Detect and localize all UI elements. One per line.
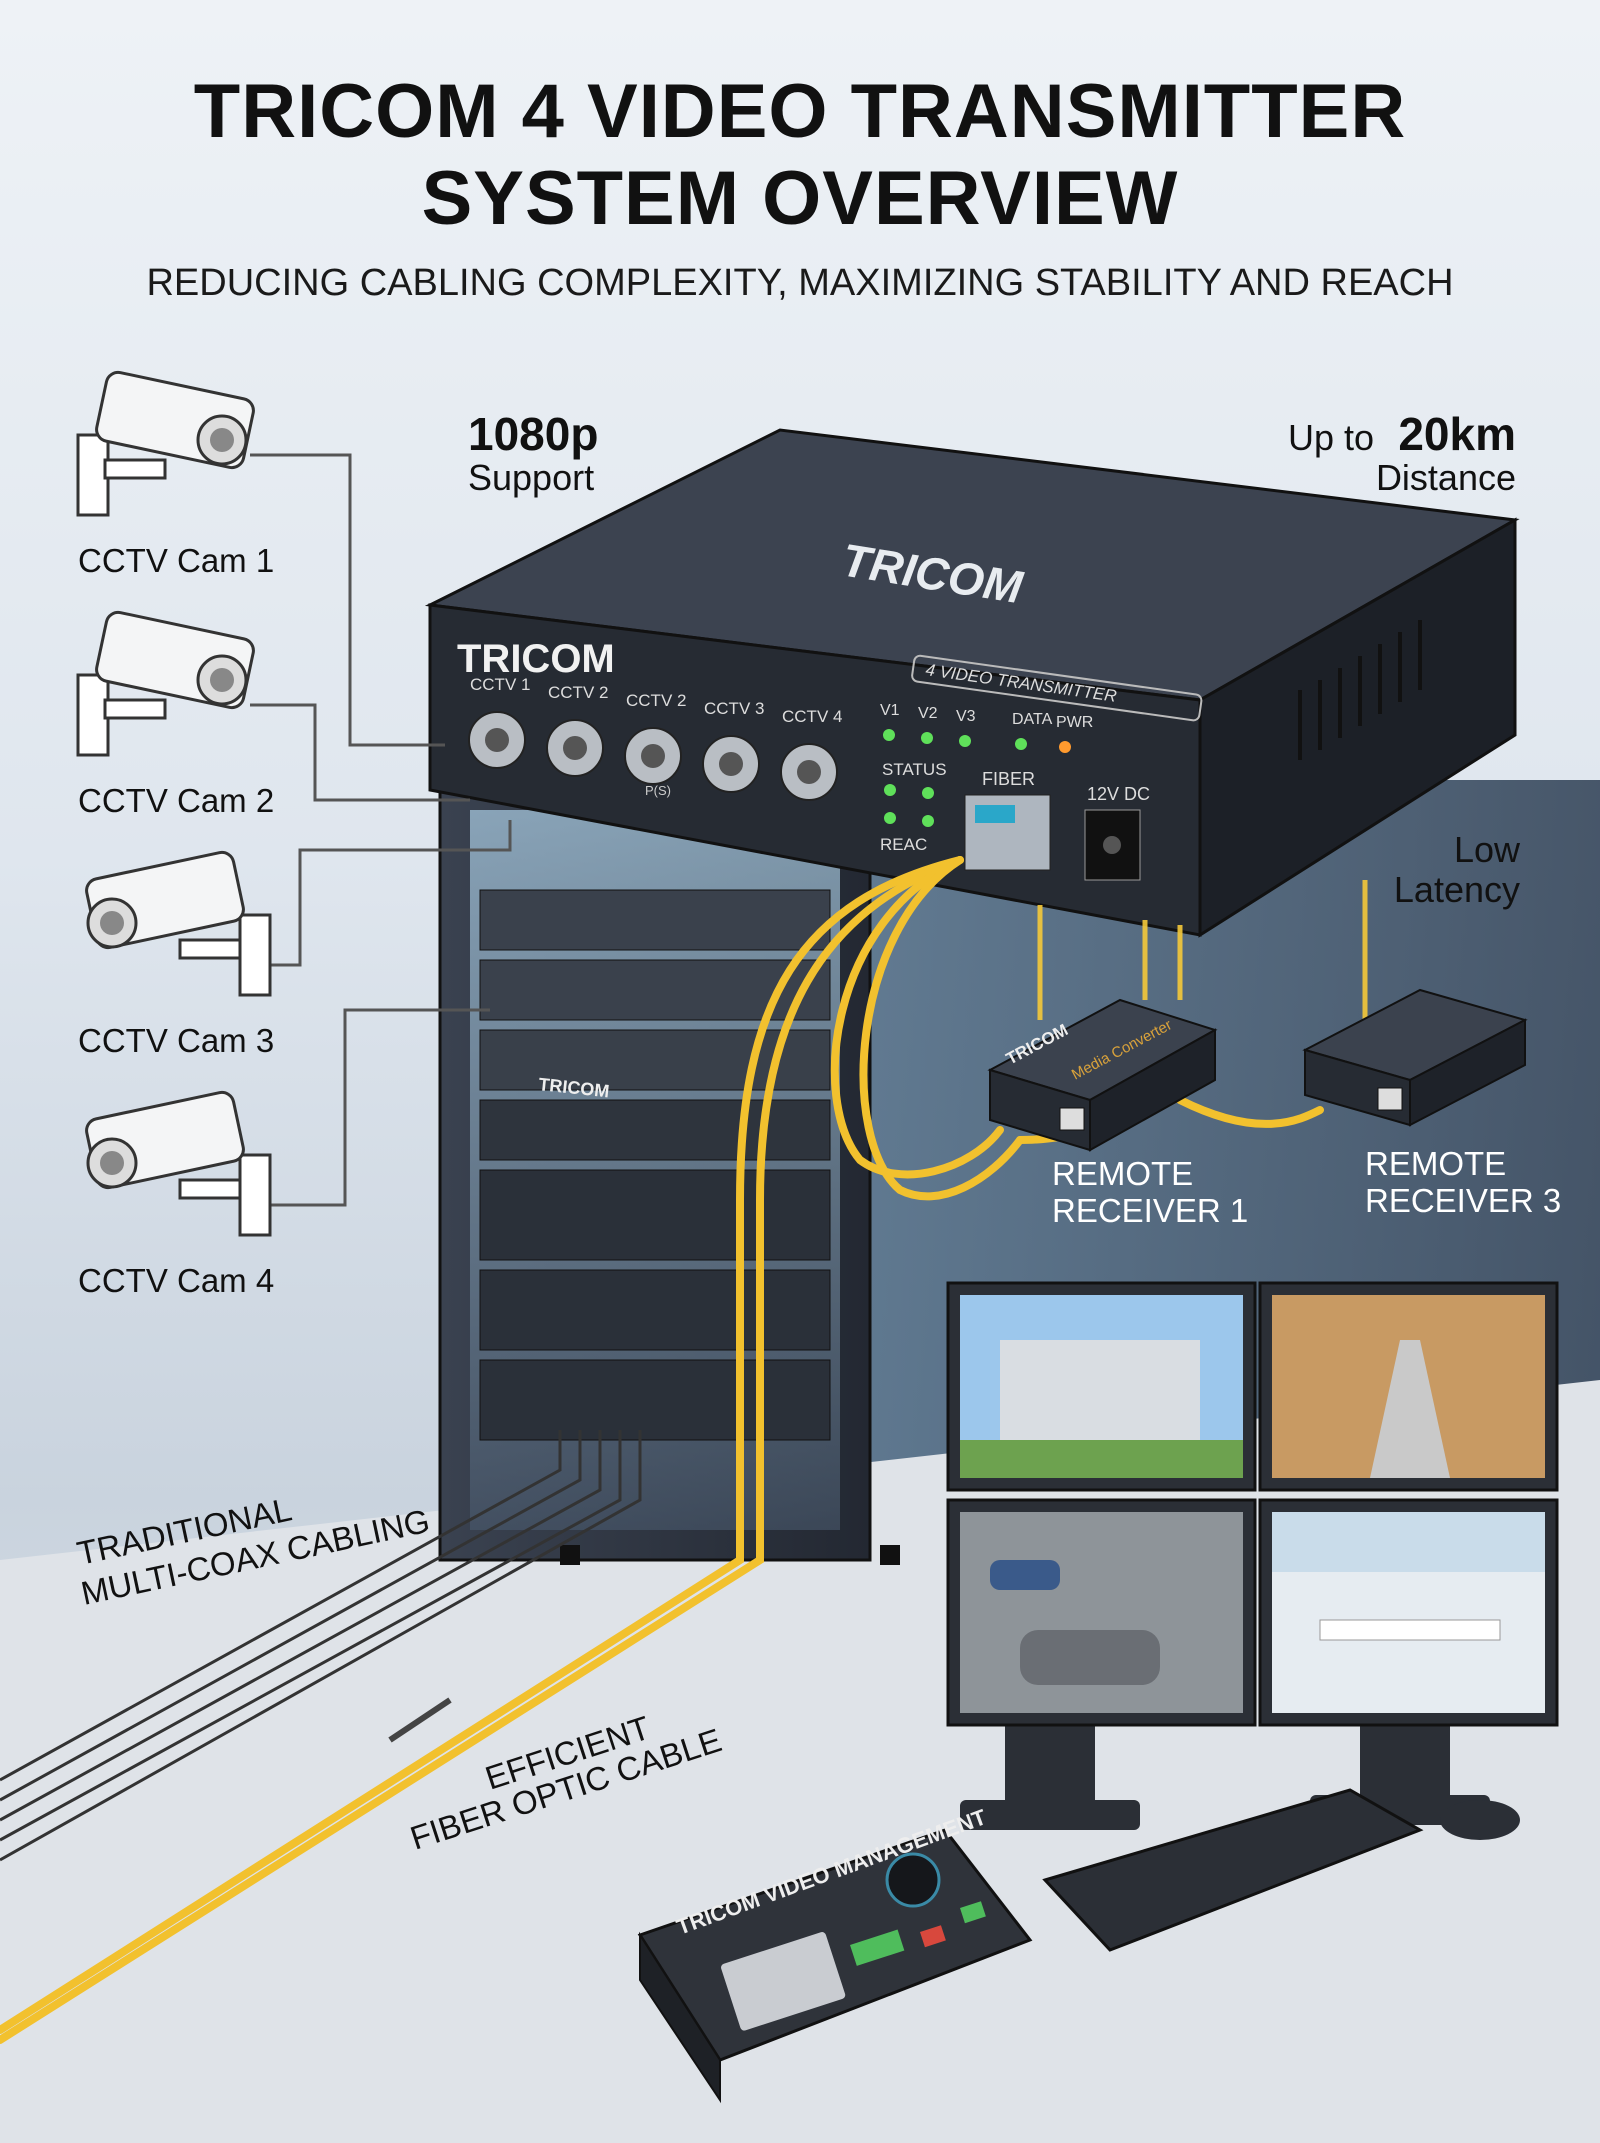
joystick-knob[interactable] [885, 1852, 941, 1908]
server-rack: TRICOM [438, 788, 900, 1565]
camera-label: CCTV Cam 1 [78, 542, 274, 579]
fiber-label: FIBER [982, 769, 1035, 789]
distance-value: 20km [1398, 408, 1516, 460]
status-led [883, 729, 895, 741]
led-label: PWR [1056, 714, 1093, 731]
video-transmitter: TRICOM TRICOM 4 VIDEO TRANSMITTER CCTV 1… [424, 428, 1520, 938]
camera-label: CCTV Cam 3 [78, 1022, 274, 1059]
led-label: V2 [918, 705, 938, 722]
keypad[interactable] [720, 1931, 846, 2032]
status-led [922, 787, 934, 799]
led-label: DATA [1012, 711, 1053, 728]
receiver-3-label-line2: RECEIVER 3 [1365, 1182, 1561, 1219]
green-button[interactable] [850, 1929, 905, 1966]
traditional-coax-bundle [0, 1430, 642, 1862]
port-label: CCTV 2 [548, 683, 608, 702]
receiver-1-label-line1: REMOTE [1052, 1155, 1193, 1192]
remote-receiver-3: REMOTE RECEIVER 3 [1302, 988, 1561, 1219]
led-label: V1 [880, 702, 900, 719]
fiber-optic-cables [0, 856, 1324, 2044]
status-led [1015, 738, 1027, 750]
remote-receiver-1: TRICOM Media Converter REMOTE RECEIVER 1 [987, 998, 1248, 1229]
port-label: CCTV 2 [626, 691, 686, 710]
receiver-3-label-line1: REMOTE [1365, 1145, 1506, 1182]
status-led [884, 812, 896, 824]
red-button[interactable] [920, 1925, 946, 1948]
cctv-camera-2 [76, 610, 255, 757]
latency-links [1037, 880, 1368, 1030]
dc-power-jack[interactable] [1084, 809, 1141, 881]
latency-line2: Latency [1394, 869, 1520, 910]
transmitter-brand: TRICOM [457, 637, 615, 681]
cctv-camera-1 [76, 370, 255, 517]
cctv-camera-4 [85, 1090, 272, 1237]
led-label: V3 [956, 708, 976, 725]
distance-prefix: Up to [1288, 417, 1374, 458]
arrow-icon [388, 1697, 452, 1743]
status-led [1059, 741, 1071, 753]
camera-label: CCTV Cam 4 [78, 1262, 274, 1299]
bnc-port[interactable] [780, 743, 838, 801]
latency-line1: Low [1454, 829, 1521, 870]
page-title-line1: TRICOM 4 VIDEO TRANSMITTER [193, 69, 1407, 154]
bnc-port[interactable] [468, 711, 526, 769]
ethernet-port[interactable] [1059, 1107, 1085, 1131]
monitor-wall [946, 1281, 1559, 1830]
page-subtitle: REDUCING CABLING COMPLEXITY, MAXIMIZING … [146, 262, 1454, 304]
camera-coax-cables [250, 453, 512, 1207]
status-led [959, 735, 971, 747]
status-led [922, 815, 934, 827]
camera-label: CCTV Cam 2 [78, 782, 274, 819]
port-label: CCTV 4 [782, 707, 842, 726]
bnc-port[interactable] [546, 719, 604, 777]
ethernet-port[interactable] [1377, 1087, 1403, 1111]
green-small-button[interactable] [959, 1901, 986, 1924]
mouse[interactable] [1440, 1800, 1520, 1840]
status-label: STATUS [882, 760, 947, 779]
port-label: CCTV 1 [470, 675, 530, 694]
page-title-line2: SYSTEM OVERVIEW [421, 156, 1179, 241]
keyboard[interactable] [1042, 1788, 1424, 1952]
status-led [921, 732, 933, 744]
distance-label: Distance [1376, 457, 1516, 498]
power-label: 12V DC [1087, 784, 1150, 804]
bnc-port[interactable] [624, 727, 682, 785]
bnc-port[interactable] [702, 735, 760, 793]
port-label: CCTV 3 [704, 699, 764, 718]
receiver-1-label-line2: RECEIVER 1 [1052, 1192, 1248, 1229]
cctv-camera-3 [85, 850, 272, 997]
status-led [884, 784, 896, 796]
port-group-label: P(S) [645, 783, 671, 798]
resolution-value: 1080p [468, 408, 598, 460]
resolution-label: Support [468, 457, 594, 498]
reach-label: REAC [880, 835, 927, 854]
